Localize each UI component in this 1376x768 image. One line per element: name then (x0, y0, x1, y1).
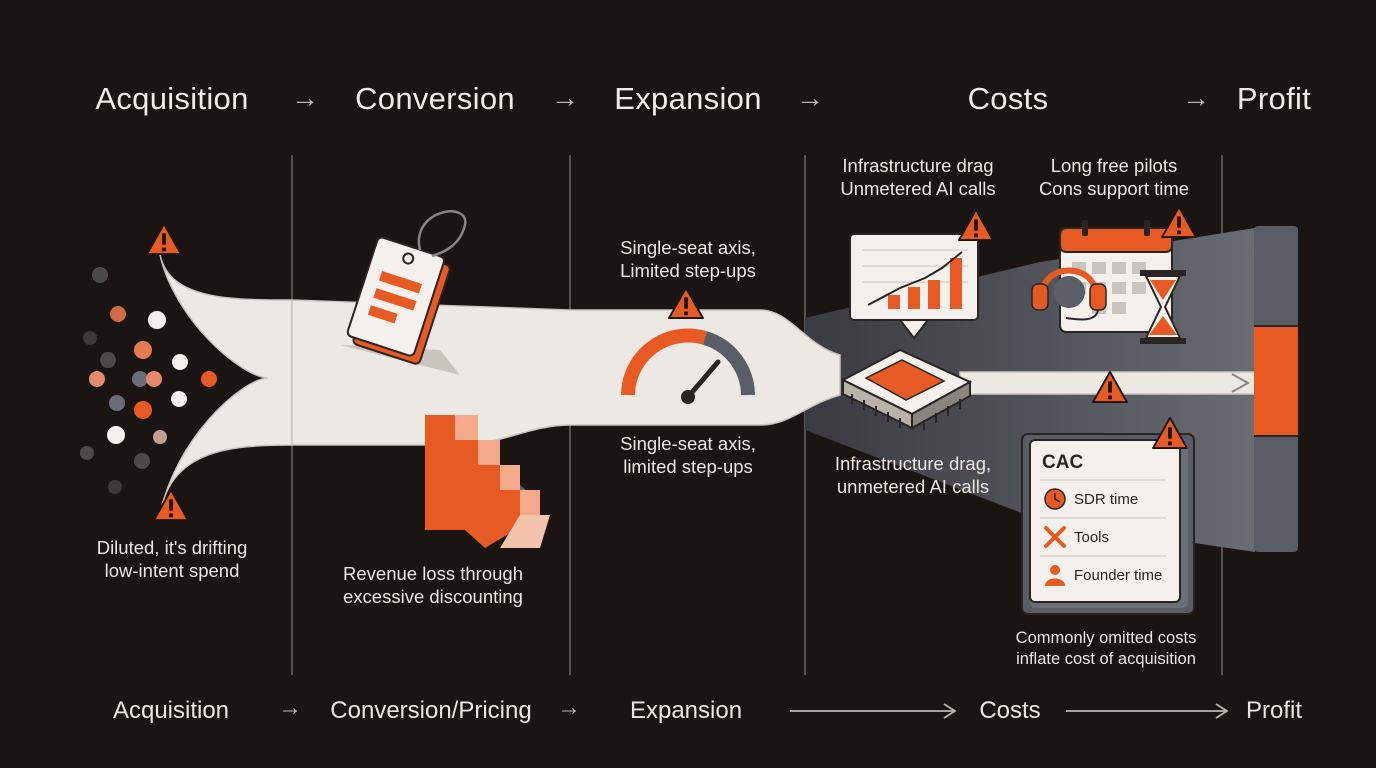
header-arrow-4: → (1182, 82, 1210, 113)
header-profit: Profit (1236, 81, 1312, 116)
header-arrow-1: → (291, 82, 319, 113)
expansion-top-note: Single-seat axis, Limited step-ups (620, 237, 756, 281)
person-icon (1045, 565, 1065, 586)
cac-item-founder-time: Founder time (1074, 567, 1163, 584)
footer-arrow-1: → (278, 694, 302, 721)
chip-icon (840, 348, 973, 430)
hourglass-icon (1140, 270, 1186, 344)
cac-card (1021, 433, 1195, 615)
footer-conversion-pricing: Conversion/Pricing (330, 697, 532, 724)
cac-card-title: CAC (1042, 452, 1084, 473)
header-conversion: Conversion (355, 81, 515, 116)
price-tag-icon (340, 210, 467, 375)
headset-icon (1031, 267, 1107, 321)
profit-bar (1254, 226, 1298, 552)
costs-infra-mid-note: Infrastructure drag, unmetered AI calls (834, 453, 992, 497)
header-arrow-2: → (551, 82, 579, 113)
header-arrow-3: → (796, 82, 824, 113)
staircase-icon (425, 380, 550, 548)
footer-profit: Profit (1245, 697, 1303, 724)
warning-icon (668, 286, 704, 320)
acquisition-note: Diluted, it's drifting low-intent spend (96, 537, 248, 581)
header-expansion: Expansion (614, 81, 762, 116)
bar-chart-icon (849, 233, 979, 340)
footer-expansion: Expansion (629, 697, 743, 724)
footer-acquisition: Acquisition (112, 697, 230, 724)
warning-icon (958, 208, 994, 242)
tools-icon (1044, 526, 1066, 548)
costs-omitted-note: Commonly omitted costs inflate cost of a… (1015, 629, 1197, 668)
footer-long-arrows (790, 703, 1229, 719)
gauge-icon (621, 328, 755, 404)
costs-pilots-note: Long free pilots Cons support time (1038, 155, 1190, 199)
particle-cloud (80, 267, 217, 494)
header-acquisition: Acquisition (95, 81, 249, 116)
warning-icon (146, 222, 182, 256)
clock-icon (1044, 488, 1066, 510)
costs-infra-top-note: Infrastructure drag Unmetered AI calls (840, 155, 996, 199)
cac-item-tools: Tools (1074, 529, 1110, 546)
cac-item-sdr-time: SDR time (1074, 491, 1139, 508)
footer-arrow-2: → (557, 694, 581, 721)
footer-costs: Costs (979, 697, 1041, 724)
header-costs: Costs (967, 81, 1049, 116)
warning-icon (1161, 205, 1197, 239)
expansion-bottom-note: Single-seat axis, limited step-ups (620, 433, 756, 477)
conversion-note: Revenue loss through excessive discounti… (343, 563, 523, 607)
warning-icon (153, 488, 189, 522)
